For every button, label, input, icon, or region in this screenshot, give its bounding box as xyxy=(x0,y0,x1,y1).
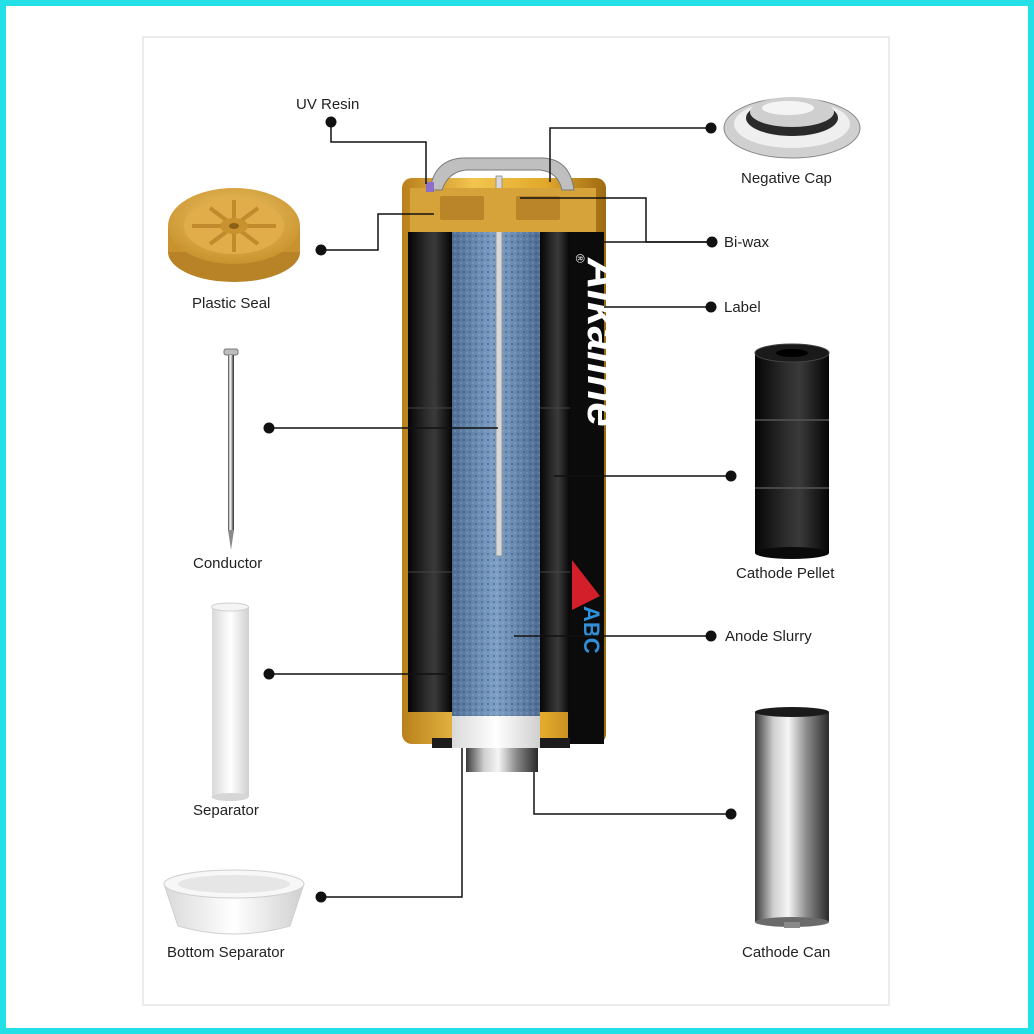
uv-resin-dot xyxy=(426,182,434,192)
bottom-separator-cut xyxy=(452,716,540,748)
brand-swoosh xyxy=(572,560,600,610)
cathode-can-illustration xyxy=(755,707,829,928)
can-bottom-nub xyxy=(466,748,538,772)
bi-wax-label: Bi-wax xyxy=(724,234,770,251)
cathode-wall-right xyxy=(540,232,570,712)
separator-label: Separator xyxy=(193,802,259,819)
conductor-nail xyxy=(495,175,503,557)
plastic-seal-label: Plastic Seal xyxy=(192,295,271,312)
bottom-separator-label: Bottom Separator xyxy=(167,944,285,961)
uv-resin-label: UV Resin xyxy=(296,96,360,113)
leader-lines xyxy=(269,122,731,898)
conductor-illustration xyxy=(223,348,239,550)
negative-cap-cut xyxy=(429,157,575,191)
conductor-label: Conductor xyxy=(193,555,263,572)
label-band xyxy=(568,232,604,744)
negative-cap-label: Negative Cap xyxy=(741,170,832,187)
seal-top xyxy=(410,188,596,232)
leader-dots xyxy=(263,116,737,903)
cathode-wall-left xyxy=(408,232,452,712)
plastic-seal-illustration xyxy=(168,188,300,282)
negative-cap-illustration xyxy=(723,97,861,159)
cathode-can-label: Cathode Can xyxy=(742,944,831,961)
battery-cutaway: Alkaline ABC ® xyxy=(402,157,627,772)
anode-slurry-label: Anode Slurry xyxy=(725,628,812,645)
label-label: Label xyxy=(724,299,761,316)
registered-mark: ® xyxy=(573,254,587,263)
logo-text: ABC xyxy=(579,606,604,654)
cathode-pellet-illustration xyxy=(754,343,830,559)
separator-illustration xyxy=(211,602,249,801)
bottom-separator-illustration xyxy=(163,869,305,935)
cathode-pellet-label: Cathode Pellet xyxy=(736,565,835,582)
brand-text: Alkaline xyxy=(578,257,627,427)
